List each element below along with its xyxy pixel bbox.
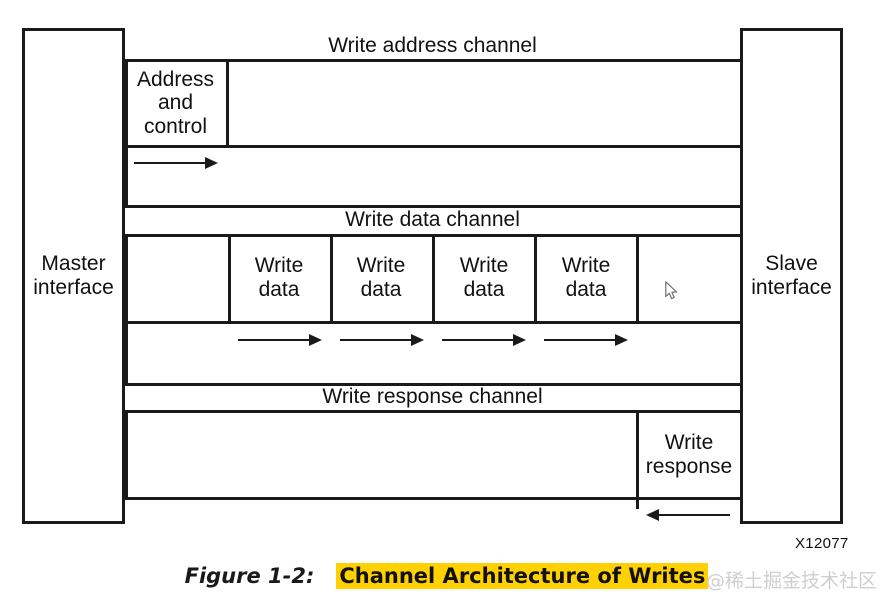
write-data-cell-2-line1: Write — [356, 254, 406, 278]
write-address-channel-arrow-row-base — [125, 205, 743, 208]
slave-interface-label: Slave interface — [740, 245, 843, 307]
mouse-pointer-icon — [665, 281, 679, 300]
figure-caption: Figure 1-2: Channel Architecture of Writ… — [0, 563, 893, 589]
write-data-cell-4-line1: Write — [561, 254, 611, 278]
write-response-cell-label: Write response — [638, 426, 740, 484]
write-response-cell-divider — [636, 410, 639, 500]
address-and-control-line3: control — [143, 114, 208, 138]
write-data-cell-2-line2: data — [360, 278, 402, 301]
master-interface-label-line2: interface — [33, 276, 114, 299]
address-and-control-line1: Address — [136, 67, 215, 91]
write-data-channel-arrow-3 — [442, 334, 526, 346]
slave-interface-label-line2: interface — [751, 276, 832, 299]
figure-caption-title: Channel Architecture of Writes — [336, 563, 709, 589]
write-response-channel-arrow-1 — [646, 509, 730, 521]
write-response-line2: response — [645, 455, 733, 478]
write-data-cell-2: Write data — [330, 249, 432, 307]
write-data-divider-1 — [228, 234, 231, 324]
write-address-channel-arrow-1 — [134, 157, 218, 169]
write-data-cell-3-line2: data — [463, 278, 505, 301]
site-watermark: @稀土掘金技术社区 — [706, 570, 878, 592]
write-address-arrow-row-left-edge — [125, 145, 128, 207]
write-response-channel-label: Write response channel — [322, 385, 543, 408]
write-data-cell-4-line2: data — [565, 278, 607, 301]
write-data-cell-4: Write data — [535, 249, 637, 307]
address-and-control-cell-divider — [226, 59, 229, 148]
write-data-divider-4 — [534, 234, 537, 324]
write-response-arrow-row-anchor — [636, 497, 639, 509]
write-response-line1: Write — [664, 431, 714, 455]
write-data-channel-arrow-4 — [544, 334, 628, 346]
figure-id-label: X12077 — [795, 535, 849, 552]
slave-interface-box — [740, 28, 843, 524]
write-data-divider-5 — [636, 234, 639, 324]
write-data-cell-3-line1: Write — [459, 254, 509, 278]
write-address-channel-label: Write address channel — [328, 34, 537, 57]
write-data-channel-left-edge — [125, 234, 128, 324]
write-data-cell-1-line2: data — [258, 278, 300, 301]
write-data-divider-2 — [330, 234, 333, 324]
address-and-control-line2: and — [157, 91, 194, 115]
write-data-channel-arrow-row-base — [125, 383, 743, 386]
write-data-channel-arrow-2 — [340, 334, 424, 346]
write-data-arrow-row-left-edge — [125, 321, 128, 385]
write-address-channel-bottom-rail — [125, 145, 743, 148]
write-data-divider-3 — [432, 234, 435, 324]
write-data-cell-3: Write data — [433, 249, 535, 307]
write-data-channel-label: Write data channel — [345, 208, 520, 231]
write-address-channel-top-rail — [125, 59, 743, 62]
address-and-control-cell-label: Address and control — [125, 62, 226, 144]
master-interface-label: Master interface — [22, 245, 125, 307]
write-data-cell-1: Write data — [228, 249, 330, 307]
write-response-channel-bottom-rail — [125, 497, 743, 500]
write-response-channel-top-rail — [125, 410, 743, 413]
write-address-channel-left-edge — [125, 59, 128, 148]
write-data-cell-1-line1: Write — [254, 254, 304, 278]
master-interface-box — [22, 28, 125, 524]
figure-caption-number: Figure 1-2: — [184, 564, 315, 588]
master-interface-label-line1: Master — [41, 252, 106, 276]
write-data-channel-arrow-1 — [238, 334, 322, 346]
write-response-channel-left-edge — [125, 410, 128, 500]
slave-interface-label-line1: Slave — [765, 252, 818, 276]
